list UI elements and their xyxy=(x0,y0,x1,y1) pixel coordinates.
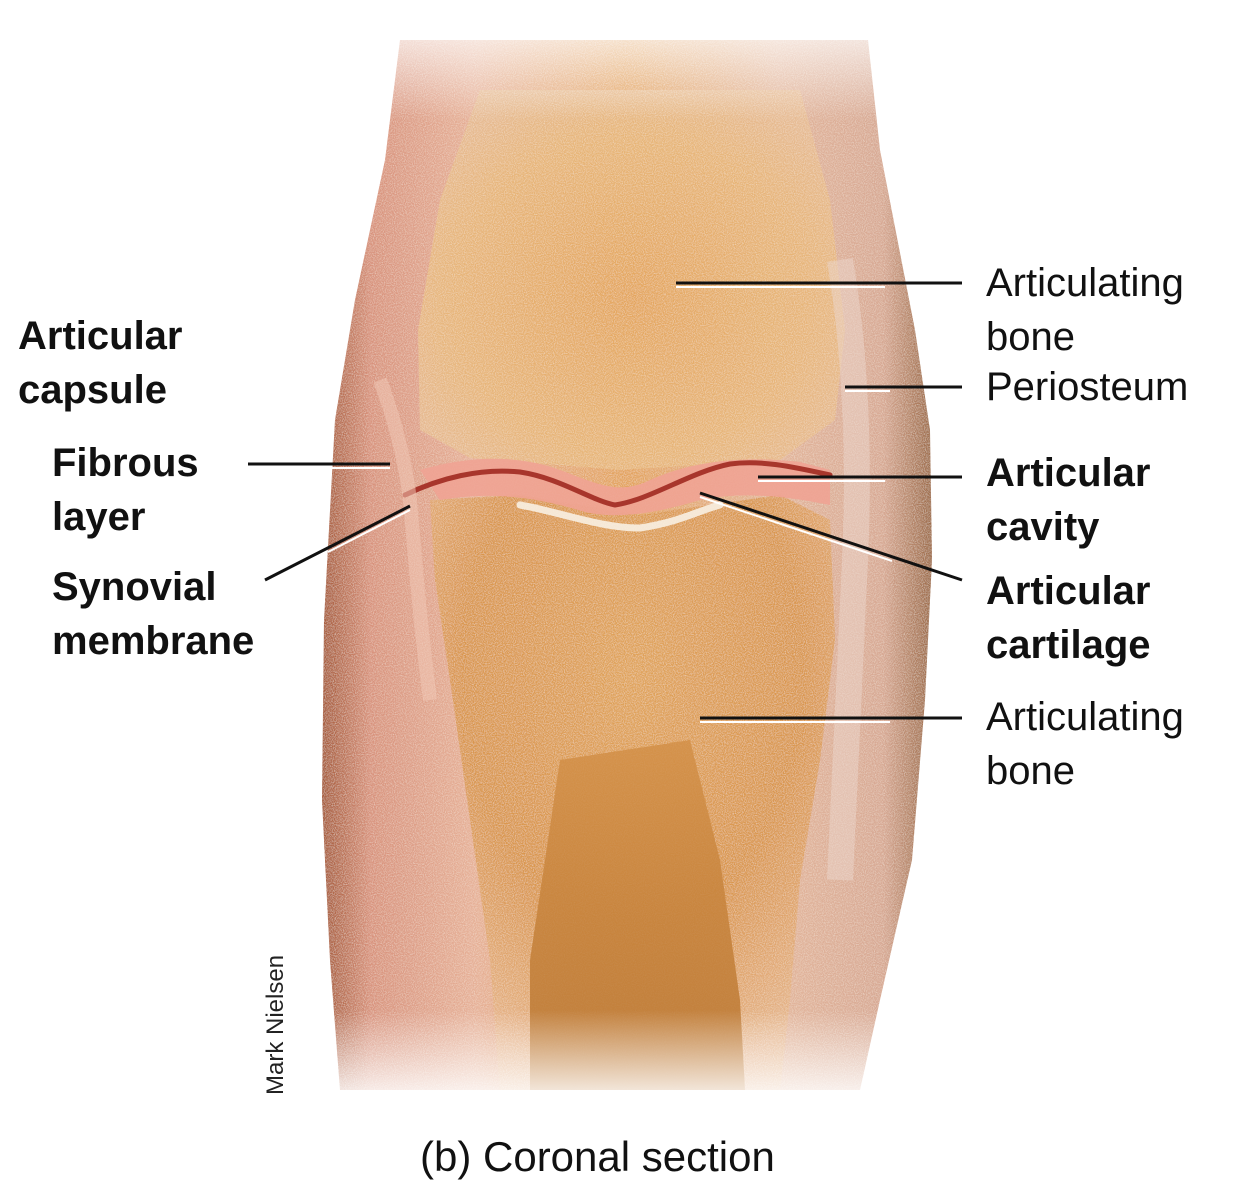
label-line: bone xyxy=(986,315,1075,359)
label-line: layer xyxy=(52,495,146,539)
label-line: membrane xyxy=(52,619,255,663)
label-line: cavity xyxy=(986,505,1100,549)
label-line: Articular xyxy=(986,569,1151,613)
label-line: Articulating xyxy=(986,261,1184,305)
label-articular-capsule: Articular capsule xyxy=(18,309,183,417)
leader-lines xyxy=(248,281,963,723)
label-line: Periosteum xyxy=(986,365,1189,409)
label-line: Fibrous xyxy=(52,441,199,485)
label-line: Articular xyxy=(986,451,1151,495)
label-articulating-bone-bottom: Articulating bone xyxy=(986,690,1184,798)
figure-caption: (b) Coronal section xyxy=(420,1133,775,1180)
label-fibrous-layer: Fibrous layer xyxy=(52,436,199,544)
label-line: Synovial xyxy=(52,565,217,609)
label-line: Articulating xyxy=(986,695,1184,739)
label-articular-cartilage: Articular cartilage xyxy=(986,564,1151,672)
label-synovial-membrane: Synovial membrane xyxy=(52,560,254,668)
label-periosteum: Periosteum xyxy=(986,360,1188,414)
label-line: Articular xyxy=(18,314,183,358)
label-line: capsule xyxy=(18,368,167,412)
label-articular-cavity: Articular cavity xyxy=(986,446,1151,554)
photo-credit: Mark Nielsen xyxy=(262,954,289,1095)
label-line: cartilage xyxy=(986,623,1151,667)
label-articulating-bone-top: Articulating bone xyxy=(986,256,1184,364)
label-line: bone xyxy=(986,749,1075,793)
